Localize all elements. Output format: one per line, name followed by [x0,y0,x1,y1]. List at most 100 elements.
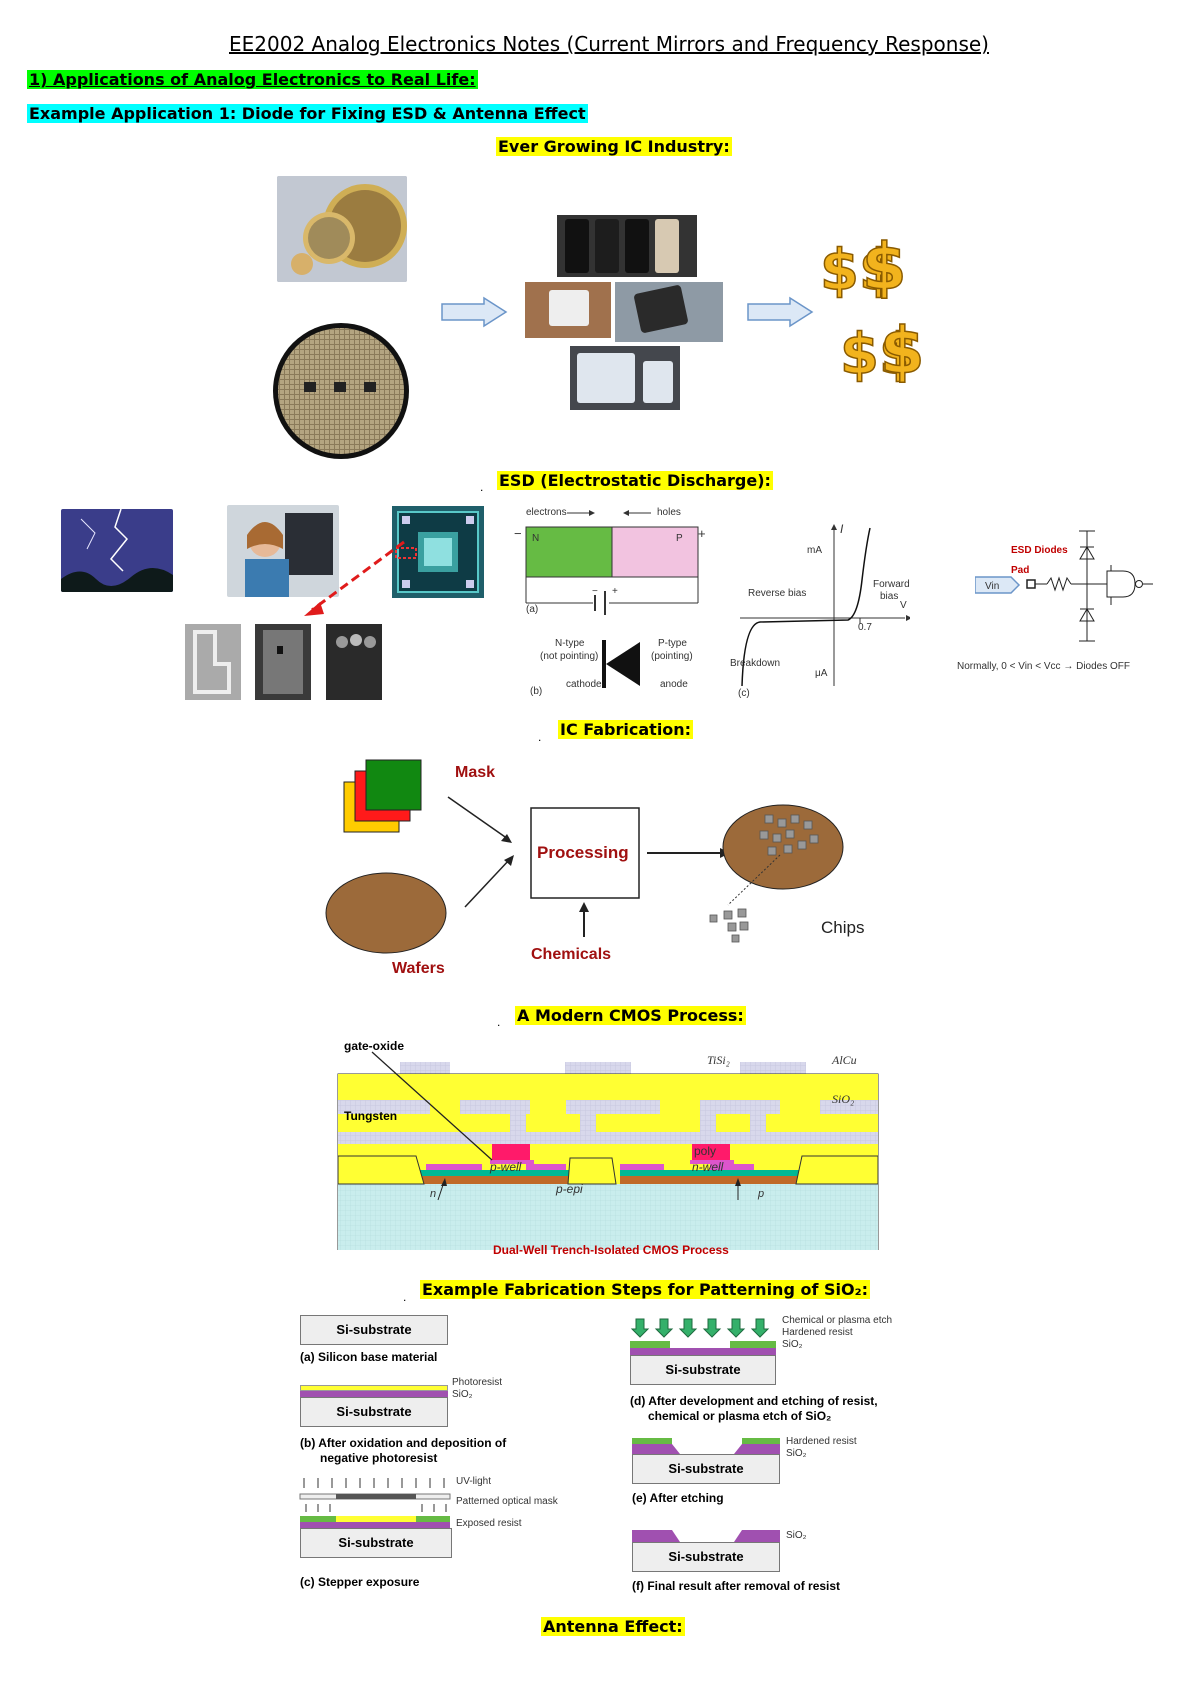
si-substrate-c: Si-substrate [300,1528,452,1558]
forward-bias-label: Forward [873,579,910,590]
step-e-caption: (e) After etching [632,1491,724,1505]
plasma-etch-diagram [630,1318,776,1355]
step-b-caption-2: negative photoresist [320,1451,438,1465]
pn-junction-diagram [525,510,699,615]
svg-text:$$: $$ [820,238,898,303]
ntype-label: N-type [555,638,585,649]
heading-ic-fab: IC Fabrication: [558,720,694,739]
final-oxide-diagram [632,1530,780,1542]
photoresist-layer [300,1385,448,1391]
sio2-label-b: SiO₂ [452,1389,473,1400]
processing-label: Processing [537,843,629,862]
bullet: . [538,730,542,744]
etched-oxide-diagram [632,1438,780,1454]
diode-symbol-icon [602,640,640,688]
dashed-arrow-icon [304,540,405,616]
page-title: EE2002 Analog Electronics Notes (Current… [229,32,989,56]
esd-damage-photo [255,624,311,700]
svg-text:$: $ [862,231,907,305]
iv-curve-chart [740,524,910,687]
ma-label: mA [807,545,822,556]
pad-label: Pad [1011,565,1030,576]
step-f-caption: (f) Final result after removal of resist [632,1579,841,1593]
bullet: . [497,1015,501,1029]
p-label: p [758,1188,765,1200]
n-label: n [430,1188,437,1200]
step-d-caption-2: chemical or plasma etch of SiO₂ [648,1409,832,1423]
tungsten-label: Tungsten [344,1109,398,1123]
sio2-label: SiO₂ [832,1092,855,1106]
gate-oxide-label: gate-oxide [344,1039,405,1053]
shocked-woman-photo [227,505,339,597]
forward-bias-label-2: bias [880,591,899,602]
svg-text:$$: $$ [840,322,918,385]
current-axis-label: I [840,522,844,536]
wafers-photo [277,176,407,282]
devices-photo [525,215,725,410]
arrow-right-icon [747,296,814,328]
sio2-layer [300,1391,448,1397]
sio2-label-e: SiO₂ [786,1448,807,1459]
heading-esd: ESD (Electrostatic Discharge): [497,471,773,490]
ua-label: μA [815,668,828,679]
sio2-label-f: SiO₂ [786,1530,807,1541]
chip-layout-image [392,506,484,598]
holes-label: holes [657,507,681,518]
hardened-resist-label: Hardened resist [782,1327,853,1338]
si-substrate-f: Si-substrate [632,1542,780,1572]
step-d-caption: (d) After development and etching of res… [630,1394,878,1408]
wafers-label: Wafers [392,960,445,977]
voltage-axis-label: V [900,600,907,611]
ptype-label: P-type [658,638,687,649]
esd-note: Normally, 0 < Vin < Vcc → Diodes OFF [957,661,1131,672]
bullet: . [403,1290,407,1304]
figure-label-a: (a) [526,604,539,615]
optical-mask-label: Patterned optical mask [456,1496,558,1507]
etch-label: Chemical or plasma etch [782,1315,893,1326]
example-heading: Example Application 1: Diode for Fixing … [27,104,588,123]
si-substrate-e: Si-substrate [632,1454,780,1484]
heading-cmos: A Modern CMOS Process: [515,1006,746,1025]
cmos-caption: Dual-Well Trench-Isolated CMOS Process [493,1243,729,1257]
mask-label: Mask [455,764,496,781]
alcu-label: AlCu [832,1053,857,1067]
heading-steps: Example Fabrication Steps for Patterning… [420,1280,871,1299]
dollar-signs-icon: $$ $ $$ $ [820,230,925,385]
plus-label: + [698,526,706,541]
ic-fabrication-diagram [325,759,844,954]
esd-diodes-label: ESD Diodes [1011,545,1068,556]
step-c-caption: (c) Stepper exposure [300,1575,420,1589]
breakdown-label: Breakdown [730,658,781,669]
svg-text:$: $ [880,315,925,385]
esd-damage-photo [185,624,241,700]
ptype-note: (pointing) [651,651,693,662]
vin-label: Vin [985,581,1000,592]
p-region-label: P [676,533,683,544]
bullet: . [480,480,484,494]
arrow-right-icon [441,296,508,328]
pepi-label: p-epi [556,1182,583,1196]
lightning-photo [61,509,173,592]
si-substrate-b: Si-substrate [300,1397,448,1427]
esd-protection-circuit [975,530,1153,642]
stepper-exposure-diagram [299,1478,451,1528]
threshold-label: 0.7 [858,622,872,633]
hardened-resist-label-e: Hardened resist [786,1436,857,1447]
figure-label-b: (b) [530,686,543,697]
pwell-label: p-well [490,1160,522,1174]
esd-damage-photo [326,624,382,700]
cmos-process-diagram [337,1051,879,1250]
uv-light-label: UV-light [456,1476,492,1487]
reverse-bias-label: Reverse bias [748,588,807,599]
minus-label: − [514,526,522,541]
si-substrate-d: Si-substrate [630,1355,776,1385]
battery-minus-label: − [592,586,598,597]
heading-antenna: Antenna Effect: [541,1617,685,1636]
exposed-resist-label: Exposed resist [456,1518,522,1529]
step-b-caption: (b) After oxidation and deposition of [300,1436,507,1450]
section-heading: 1) Applications of Analog Electronics to… [27,70,478,89]
ntype-note: (not pointing) [540,651,599,662]
cathode-label: cathode [566,679,602,690]
figure-label-c: (c) [738,688,750,699]
poly-label: poly [694,1144,717,1158]
